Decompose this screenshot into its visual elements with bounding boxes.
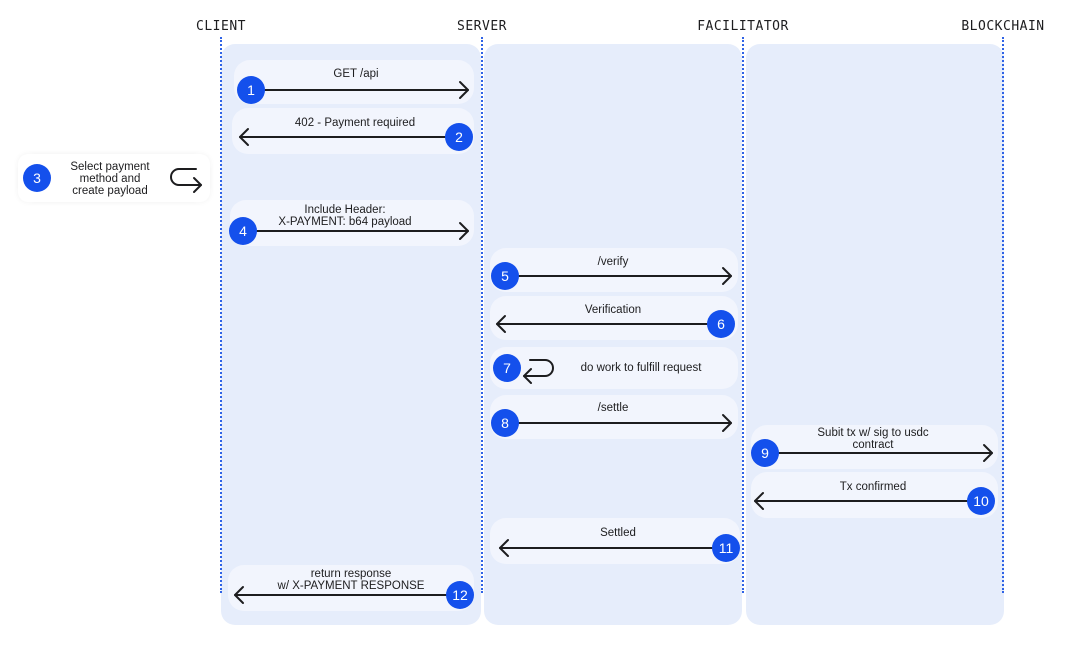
message-12-pill xyxy=(228,565,474,611)
message-4-label: Include Header: X-PAYMENT: b64 payload xyxy=(278,204,412,228)
lane-title-facilitator: FACILITATOR xyxy=(697,19,789,34)
step-5-badge: 5 xyxy=(491,262,519,290)
step-1-badge: 1 xyxy=(237,76,265,104)
step-2-badge: 2 xyxy=(445,123,473,151)
message-11-pill xyxy=(490,518,740,564)
blockchain-lifeline xyxy=(1002,37,1004,593)
message-2-label: 402 - Payment required xyxy=(294,117,416,129)
message-9-pill xyxy=(751,425,998,469)
message-5-pill xyxy=(490,248,738,292)
step-11-badge: 11 xyxy=(712,534,740,562)
step-10-badge: 10 xyxy=(967,487,995,515)
loop-arrowhead-7 xyxy=(523,368,532,384)
step-6-badge: 6 xyxy=(707,310,735,338)
arrowhead-9 xyxy=(983,444,993,462)
message-1-pill xyxy=(234,60,474,104)
client-lifeline xyxy=(220,37,222,593)
arrowhead-1 xyxy=(459,81,469,99)
arrowhead-4 xyxy=(459,222,469,240)
facilitator-lifeline xyxy=(742,37,744,593)
message-2-pill xyxy=(232,108,474,154)
message-7-label: do work to fulfill request xyxy=(580,362,702,374)
arrowhead-8 xyxy=(722,414,732,432)
message-4-pill xyxy=(230,200,474,246)
arrowhead-11 xyxy=(499,539,509,557)
message-1-label: GET /api xyxy=(333,68,379,80)
loop-arrowhead-3 xyxy=(193,177,202,193)
loop-arrow-7 xyxy=(523,359,554,377)
arrowhead-10 xyxy=(754,492,764,510)
message-6-pill xyxy=(490,296,738,340)
step-4-badge: 4 xyxy=(229,217,257,245)
step-8-badge: 8 xyxy=(491,409,519,437)
message-6-label: Verification xyxy=(584,304,642,316)
message-10-label: Tx confirmed xyxy=(839,481,907,493)
lane-title-server: SERVER xyxy=(457,19,507,34)
step-7-badge: 7 xyxy=(493,354,521,382)
lane-title-client: CLIENT xyxy=(196,19,246,34)
message-9-label: Subit tx w/ sig to usdc contract xyxy=(817,427,929,451)
message-5-label: /verify xyxy=(597,256,629,268)
lane-title-blockchain: BLOCKCHAIN xyxy=(961,19,1045,34)
message-3-label: Select payment method and create payload xyxy=(70,161,150,197)
loop-arrow-3 xyxy=(170,168,202,186)
message-8-pill xyxy=(490,395,738,439)
arrowhead-2 xyxy=(239,128,249,146)
facilitator-column xyxy=(746,44,1004,625)
arrowhead-12 xyxy=(234,586,244,604)
server-lifeline xyxy=(481,37,483,593)
arrowhead-6 xyxy=(496,315,506,333)
step-12-badge: 12 xyxy=(446,581,474,609)
step-3-badge: 3 xyxy=(23,164,51,192)
arrowhead-5 xyxy=(722,267,732,285)
message-8-label: /settle xyxy=(597,402,629,414)
message-10-pill xyxy=(751,472,998,518)
message-12-label: return response w/ X-PAYMENT RESPONSE xyxy=(277,568,425,592)
message-11-label: Settled xyxy=(600,527,636,539)
step-9-badge: 9 xyxy=(751,439,779,467)
